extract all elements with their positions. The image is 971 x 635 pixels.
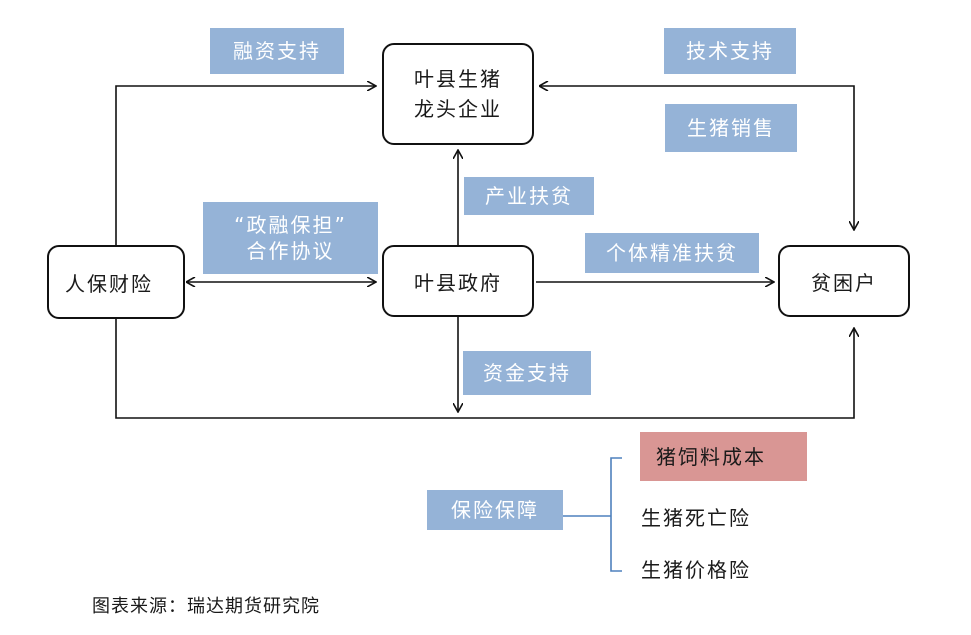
- insurance-item-price: 生猪价格险: [641, 558, 751, 582]
- node-insurer: 人保财险: [47, 245, 185, 319]
- tag-insurance-guarantee: 保险保障: [427, 490, 563, 530]
- node-household: 贫困户: [778, 245, 910, 317]
- insurance-item-death: 生猪死亡险: [641, 506, 751, 530]
- insurance-item-feed-cost: 猪饲料成本: [640, 432, 807, 481]
- tag-agreement-line1: “政融保担”: [234, 213, 347, 237]
- arrow-enterprise-household: [540, 86, 854, 230]
- arrow-insurer-to-enterprise: [115, 86, 376, 247]
- tag-agreement-line2: 合作协议: [246, 239, 335, 263]
- node-enterprise-line2: 龙头企业: [414, 97, 502, 121]
- arrow-insurer-to-household: [115, 318, 854, 419]
- tag-finance-support: 融资支持: [210, 28, 344, 74]
- tag-agreement: “政融保担” 合作协议: [203, 202, 378, 274]
- node-government-label: 叶县政府: [414, 270, 502, 295]
- node-household-label: 贫困户: [811, 270, 877, 295]
- insurance-bracket: [610, 457, 622, 572]
- node-enterprise: 叶县生猪 龙头企业: [382, 43, 534, 145]
- tag-individual-poverty: 个体精准扶贫: [585, 233, 759, 273]
- tag-fund-support: 资金支持: [463, 351, 591, 395]
- tag-tech-support: 技术支持: [664, 28, 796, 74]
- tag-pig-sales: 生猪销售: [665, 104, 797, 152]
- tag-industry-poverty: 产业扶贫: [464, 177, 594, 215]
- node-government: 叶县政府: [382, 245, 534, 317]
- figure-source: 图表来源：瑞达期货研究院: [92, 596, 320, 617]
- node-insurer-label: 人保财险: [65, 271, 153, 296]
- node-enterprise-line1: 叶县生猪: [414, 67, 502, 91]
